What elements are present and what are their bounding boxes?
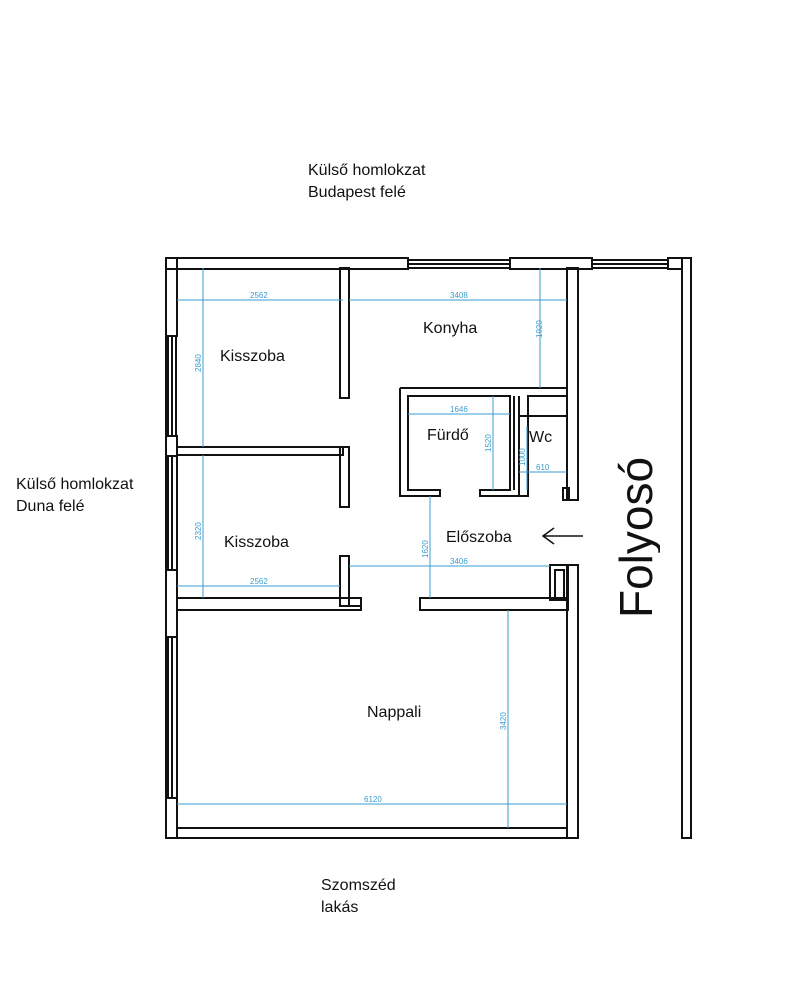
dim-wc-height: 1000 [518, 448, 527, 466]
neighbor-line1: Szomszéd [321, 877, 396, 894]
left-pillar-2 [165, 435, 178, 457]
dim-kisszoba-bottom-height: 2320 [194, 522, 203, 540]
wall-kisszoba-eloszoba [339, 555, 350, 607]
left-window-3 [167, 637, 173, 798]
top-facade-line1: Külső homlokzat [308, 162, 426, 179]
left-window-1 [167, 336, 177, 436]
top-facade-label: Külső homlokzat Budapest felé [308, 160, 425, 204]
top-window-1 [408, 259, 510, 269]
wall-nappali-top-left [177, 597, 362, 611]
dim-eloszoba-height: 1620 [421, 540, 430, 558]
top-facade-line2: Budapest felé [308, 184, 406, 201]
dim-kisszoba-top-width: 2562 [250, 291, 268, 300]
left-facade-label: Külső homlokzat Duna felé [16, 474, 133, 518]
dim-nappali-height: 3420 [499, 712, 508, 730]
bath-block-wall [399, 387, 567, 497]
room-konyha: Konyha [423, 320, 478, 337]
dimension-labels: 2562 2840 3408 1920 1646 1520 1000 610 2… [194, 291, 550, 804]
room-kisszoba-bottom: Kisszoba [224, 534, 289, 551]
room-wc: Wc [529, 429, 553, 446]
left-pillar-3 [165, 569, 178, 638]
wall-nappali-top-right [419, 597, 569, 611]
top-corner-block [667, 257, 683, 270]
corridor-wall [681, 257, 692, 839]
room-kisszoba-top: Kisszoba [220, 348, 285, 365]
wall-konyha-right [566, 267, 579, 501]
dim-konyha-width: 3408 [450, 291, 468, 300]
neighbor-label: Szomszéd lakás [321, 875, 396, 919]
corridor-label: Folyosó [610, 457, 660, 618]
room-folyoso: Folyosó [610, 457, 660, 618]
wall-kisszoba-konyha [339, 267, 350, 399]
left-facade-line2: Duna felé [16, 498, 85, 515]
arrow-left-icon [541, 527, 583, 545]
left-window-2 [167, 456, 173, 570]
dim-kisszoba-bottom-width: 2562 [250, 577, 268, 586]
wc-wall [513, 396, 520, 496]
dim-kisszoba-top-height: 2840 [194, 354, 203, 372]
wall-kisszoba-eloszoba-foot [348, 597, 362, 607]
wall-kisszoba-divider [176, 446, 344, 456]
left-pillar-4 [165, 797, 178, 839]
left-facade-line1: Külső homlokzat [16, 476, 134, 493]
top-wall-segment-2 [509, 257, 593, 270]
dimension-lines [177, 268, 567, 828]
dim-furdo-width: 1646 [450, 405, 468, 414]
dim-wc-width: 610 [536, 463, 550, 472]
room-eloszoba: Előszoba [446, 529, 512, 546]
dim-eloszoba-width: 3406 [450, 557, 468, 566]
top-wall-segment-1 [165, 257, 409, 270]
wall-kisszoba-divider-end [339, 446, 350, 508]
room-nappali: Nappali [367, 704, 422, 721]
dim-nappali-width: 6120 [364, 795, 382, 804]
wall-bottom [166, 827, 578, 839]
wall-entry-pillar-inner [554, 569, 565, 601]
dim-konyha-height: 1920 [535, 320, 544, 338]
wall-entry-jamb [562, 487, 570, 501]
top-window-2 [592, 259, 668, 269]
dim-furdo-height: 1520 [484, 434, 493, 452]
room-furdo: Fürdő [427, 427, 469, 444]
walls [165, 257, 692, 839]
neighbor-line2: lakás [321, 899, 359, 916]
